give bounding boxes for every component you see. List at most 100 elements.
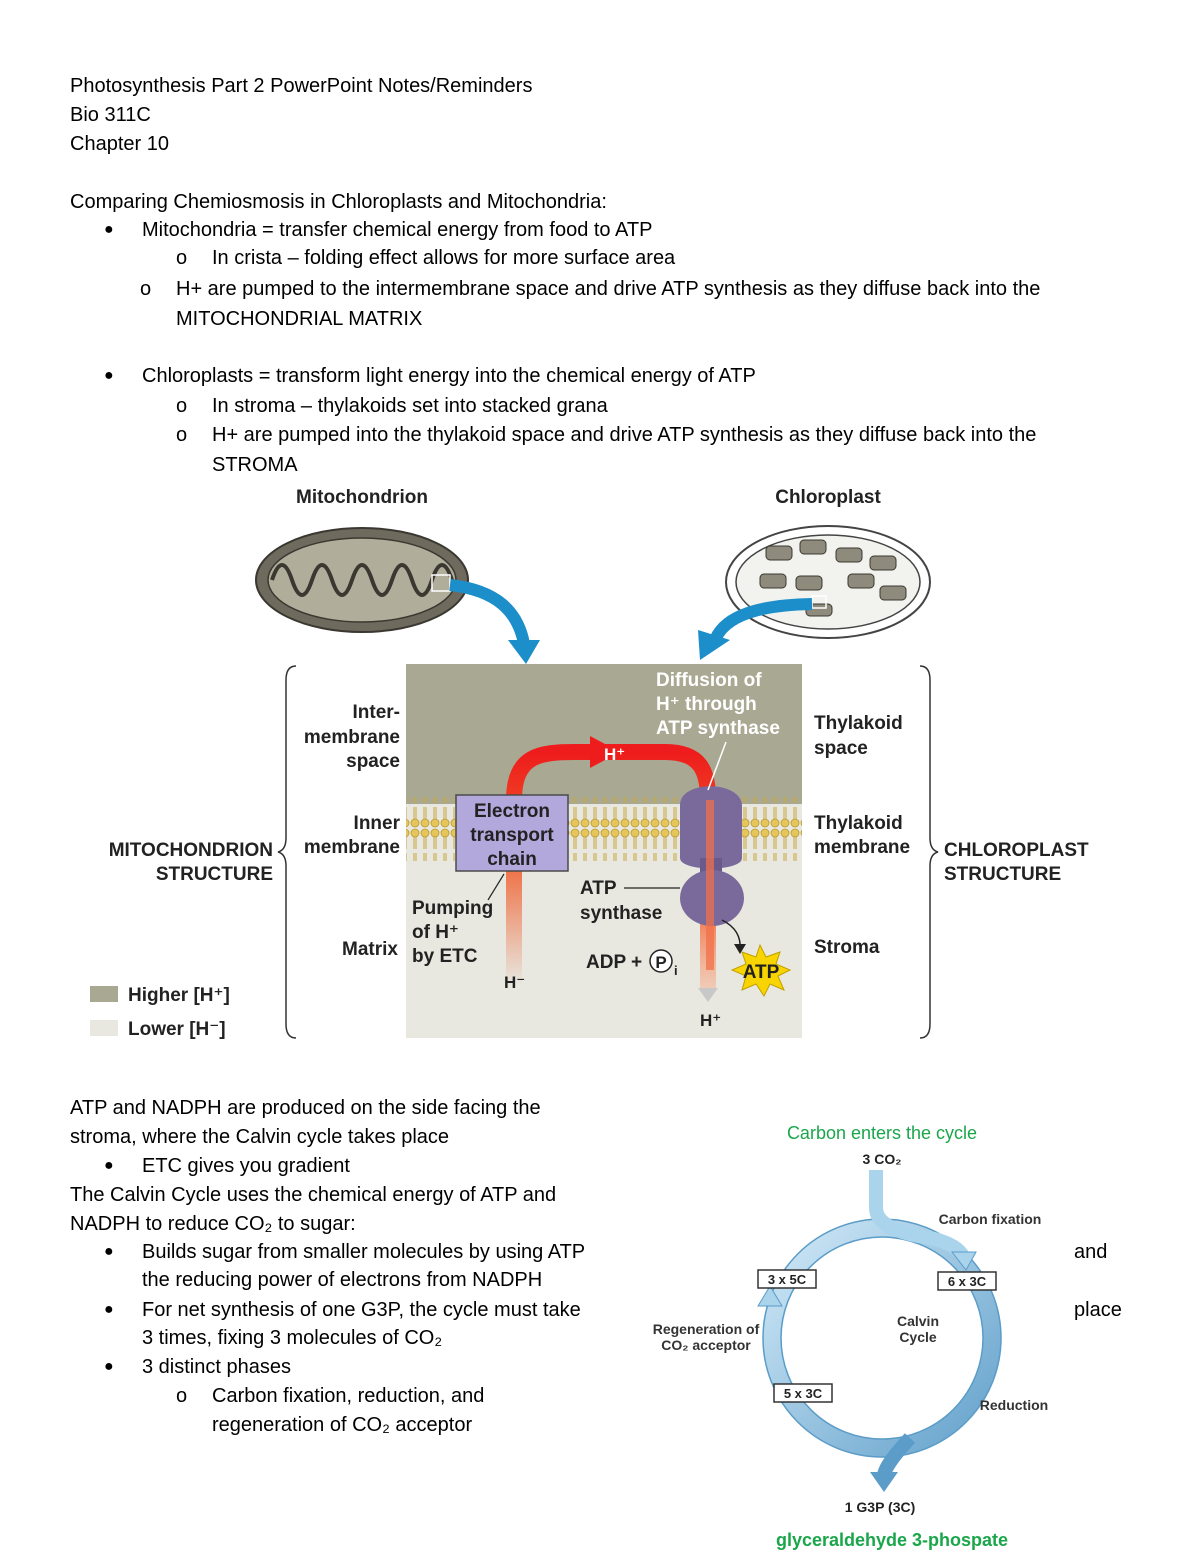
- h-plus-label: H⁺: [604, 745, 625, 764]
- mitochondrion-title: Mitochondrion: [296, 487, 428, 508]
- zoom-arrow-icon: [449, 579, 531, 651]
- pumping-label: of H⁺: [412, 922, 459, 943]
- stroma-label: Stroma: [814, 937, 880, 958]
- legend-lower-label: Lower [H⁻]: [128, 1019, 226, 1040]
- h-minus-label: H⁻: [504, 973, 525, 992]
- b1: ETC gives you gradient: [142, 1155, 350, 1177]
- co2-in-label: 3 CO₂: [863, 1151, 902, 1167]
- b2-tail: and: [1074, 1241, 1108, 1263]
- arrow-head-icon: [508, 640, 540, 664]
- legend-higher-swatch: [90, 986, 118, 1002]
- phosphate-subscript: i: [674, 963, 678, 978]
- section-heading: Comparing Chemiosmosis in Chloroplasts a…: [70, 191, 607, 213]
- phosphate-label: P: [655, 953, 666, 972]
- b4: 3 distinct phases: [142, 1356, 291, 1378]
- bullet-icon: ●: [104, 1301, 114, 1318]
- diffusion-label: ATP synthase: [656, 718, 780, 739]
- inner-membrane-label: Inner: [354, 813, 401, 834]
- box-5x3c-label: 5 x 3C: [784, 1386, 823, 1401]
- bullet-icon: ●: [104, 1243, 114, 1260]
- chloro-sub2-line2: STROMA: [212, 454, 298, 476]
- regeneration-label: CO₂ acceptor: [661, 1337, 751, 1353]
- chemiosmosis-figure: Mitochondrion Chloroplast: [90, 487, 1089, 1040]
- thylakoid-space-label: Thylakoid: [814, 713, 903, 734]
- reduction-label: Reduction: [980, 1397, 1048, 1413]
- chloro-structure-label: STRUCTURE: [944, 864, 1061, 885]
- sub-bullet-icon: o: [140, 278, 152, 300]
- higher-h-region: [406, 664, 802, 804]
- g3p-name-label: glyceraldehyde 3-phospate: [776, 1530, 1008, 1550]
- etc-label: Electron: [474, 801, 550, 822]
- bullet-icon: ●: [104, 367, 114, 384]
- etc-box: [455, 794, 569, 872]
- g3p-label: 1 G3P (3C): [845, 1499, 916, 1515]
- chloro-structure-label: CHLOROPLAST: [944, 840, 1089, 861]
- b3-line1: For net synthesis of one G3P, the cycle …: [142, 1299, 581, 1321]
- mito-sub1: In crista – folding effect allows for mo…: [212, 247, 676, 269]
- b3-tail: place: [1074, 1299, 1122, 1321]
- arrow-head-icon: [870, 1472, 898, 1492]
- regeneration-label: Regeneration of: [653, 1321, 760, 1337]
- arrow-head-icon: [950, 1251, 977, 1271]
- arrow-head-icon: [698, 630, 730, 660]
- thylakoid-space-label: space: [814, 738, 868, 759]
- atp-synthase-label: ATP: [580, 878, 617, 899]
- adp-pi-label: ADP +: [586, 952, 642, 973]
- diffusion-label: Diffusion of: [656, 670, 762, 691]
- right-brace: [919, 665, 939, 1039]
- box-6x3c: [937, 1271, 997, 1291]
- arrow-head-icon: [757, 1285, 783, 1307]
- chapter-label: Chapter 10: [70, 133, 169, 155]
- sub-bullet-icon: o: [176, 424, 188, 446]
- b2-line1: Builds sugar from smaller molecules by u…: [142, 1241, 586, 1263]
- intermembrane-label: Inter-: [353, 702, 401, 723]
- box-5x3c: [773, 1383, 833, 1403]
- carbon-enters-label: Carbon enters the cycle: [787, 1123, 977, 1143]
- box-6x3c-label: 6 x 3C: [948, 1274, 987, 1289]
- b3-line2: 3 times, fixing 3 molecules of CO₂: [142, 1327, 443, 1349]
- doc-title: Photosynthesis Part 2 PowerPoint Notes/R…: [70, 75, 533, 97]
- calvin-label: Cycle: [899, 1329, 937, 1345]
- intermembrane-label: space: [346, 751, 400, 772]
- mito-sub2-line2: MITOCHONDRIAL MATRIX: [176, 308, 423, 330]
- bullet-icon: ●: [104, 1157, 114, 1174]
- sub-bullet-icon: o: [176, 247, 188, 269]
- box-3x5c: [757, 1269, 817, 1289]
- pumping-arrow: [506, 744, 716, 985]
- p2-line1: The Calvin Cycle uses the chemical energ…: [70, 1184, 557, 1206]
- p2-line2: NADPH to reduce CO₂ to sugar:: [70, 1213, 356, 1235]
- zoom-arrow-icon: [709, 598, 813, 643]
- etc-label: transport: [470, 825, 554, 846]
- chloro-sub1: In stroma – thylakoids set into stacked …: [212, 395, 608, 417]
- left-brace: [277, 665, 297, 1039]
- thylakoid-membrane-label: membrane: [814, 837, 910, 858]
- bullet-icon: ●: [104, 1358, 114, 1375]
- legend-higher-label: Higher [H⁺]: [128, 985, 230, 1006]
- chloro-bullet: Chloroplasts = transform light energy in…: [142, 365, 756, 387]
- carbon-fixation-label: Carbon fixation: [939, 1211, 1042, 1227]
- chloro-sub2-line1: H+ are pumped into the thylakoid space a…: [212, 424, 1037, 446]
- calvin-cycle-figure: Carbon enters the cycle 3 CO₂ Carbon fix…: [653, 1123, 1049, 1550]
- box-3x5c-label: 3 x 5C: [768, 1272, 807, 1287]
- sub-bullet-icon: o: [176, 1385, 188, 1407]
- b4-sub-line2: regeneration of CO₂ acceptor: [212, 1414, 473, 1436]
- b2-line2: the reducing power of electrons from NAD…: [142, 1269, 543, 1291]
- diffusion-label: H⁺ through: [656, 694, 757, 715]
- matrix-label: Matrix: [342, 939, 398, 960]
- mitochondrion-icon: [255, 527, 469, 633]
- mito-bullet: Mitochondria = transfer chemical energy …: [142, 219, 653, 241]
- pumping-label: Pumping: [412, 898, 493, 919]
- arrow-head-icon: [698, 988, 718, 1002]
- arrow-head-icon: [590, 736, 620, 768]
- calvin-label: Calvin: [897, 1313, 939, 1329]
- pumping-label: by ETC: [412, 946, 478, 967]
- sub-bullet-icon: o: [176, 395, 188, 417]
- atp-synthase-label: synthase: [580, 903, 662, 924]
- chloroplast-title: Chloroplast: [775, 487, 881, 508]
- legend-lower-swatch: [90, 1020, 118, 1036]
- intermembrane-label: membrane: [304, 727, 400, 748]
- p1-line1: ATP and NADPH are produced on the side f…: [70, 1097, 541, 1119]
- inner-membrane-label: membrane: [304, 837, 400, 858]
- chloroplast-icon: [725, 525, 931, 639]
